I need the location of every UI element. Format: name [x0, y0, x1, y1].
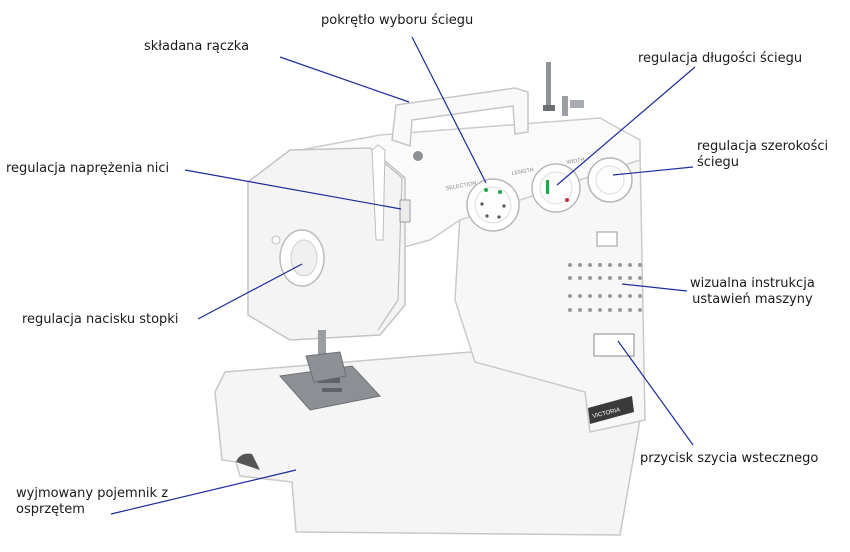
callout-stitch-width-line-1: regulacja szerokości — [697, 139, 829, 154]
leader-handle — [279, 56, 410, 103]
machine-head — [247, 147, 406, 341]
carrying-handle — [391, 87, 529, 148]
callout-accessory-box-line-1: wyjmowany pojemnik z — [16, 486, 169, 501]
callout-stitch-width-line-2: ściegu — [697, 155, 740, 170]
callout-reverse-button: przycisk szycia wstecznego — [640, 451, 819, 466]
marking-length: LENGTH — [511, 167, 534, 177]
leader-reverse-button — [617, 340, 694, 446]
callout-stitch-selector: pokrętło wyboru ściegu — [321, 13, 474, 28]
marking-width: WIDTH — [566, 157, 585, 166]
callout-stitch-width: regulacja szerokości ściegu — [697, 139, 828, 171]
callout-visual-guide: wizualna instrukcja ustawień maszyny — [690, 276, 815, 308]
callout-visual-guide-line-2: ustawień maszyny — [692, 292, 813, 307]
leader-stitch-width — [612, 166, 694, 176]
reverse-button-shape — [593, 333, 635, 357]
marking-selection: SELECTION — [445, 181, 477, 192]
accessory-box-notch — [236, 453, 260, 470]
leader-accessory-box — [110, 469, 297, 515]
callout-presser-pressure: regulacja nacisku stopki — [22, 312, 179, 327]
presser-foot — [305, 351, 347, 383]
callout-handle: składana rączka — [144, 39, 250, 54]
leader-visual-guide — [621, 283, 688, 292]
leader-presser-pressure — [197, 263, 303, 320]
leader-thread-tension — [184, 169, 402, 210]
callout-visual-guide-line-1: wizualna instrukcja — [690, 276, 815, 291]
leader-stitch-selector — [411, 36, 487, 184]
callout-thread-tension: regulacja naprężenia nici — [6, 161, 170, 176]
callout-stitch-length: regulacja długości ściegu — [638, 51, 803, 66]
callout-accessory-box-line-2: osprzętem — [16, 502, 85, 517]
leader-stitch-length — [556, 66, 696, 186]
callout-accessory-box: wyjmowany pojemnik z osprzętem — [16, 486, 168, 518]
